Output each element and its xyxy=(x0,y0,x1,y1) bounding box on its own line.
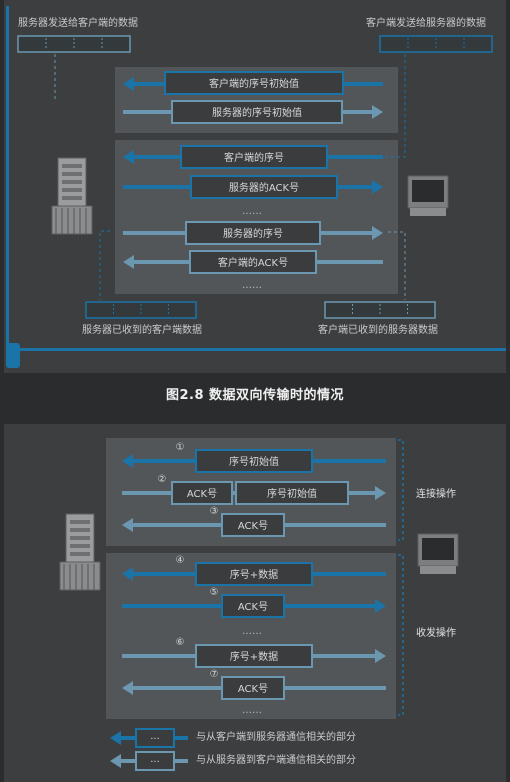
fig2-num-4: ④ xyxy=(176,555,185,566)
fig2-box-3-label: ACK号 xyxy=(238,520,268,532)
server-send-label: 服务器发送给客户端的数据 xyxy=(18,18,138,29)
fig1-box-6 xyxy=(189,250,317,274)
server-icon-2 xyxy=(59,513,101,591)
fig2-box-4 xyxy=(195,562,313,586)
bottom-accent-line xyxy=(6,348,506,351)
fig2-num-3: ③ xyxy=(210,506,219,517)
client-monitor-icon-2 xyxy=(417,533,459,574)
fig1-ellipsis-1: …… xyxy=(242,206,262,217)
client-monitor-icon-1 xyxy=(407,175,449,216)
fig1-box-2 xyxy=(171,100,343,124)
fig2-box-6 xyxy=(195,644,313,668)
fig2-num-2: ② xyxy=(158,474,167,485)
left-accent-line xyxy=(6,6,9,350)
fig2-num-6: ⑥ xyxy=(176,637,185,648)
fig2-box-7-label: ACK号 xyxy=(238,683,268,695)
fig1-box-5 xyxy=(185,221,321,245)
fig1-box-1 xyxy=(164,71,344,95)
fig2-box-2a xyxy=(171,481,233,505)
client-received-label: 客户端已收到的服务器数据 xyxy=(318,325,438,336)
fig2-num-5: ⑤ xyxy=(210,587,219,598)
server-received-label: 服务器已收到的客户端数据 xyxy=(82,325,202,336)
fig2-box-5 xyxy=(221,594,285,618)
fig1-box-3-label: 客户端的序号 xyxy=(224,151,284,164)
transfer-group-label: 收发操作 xyxy=(416,628,456,639)
connect-bracket xyxy=(398,439,404,541)
fig1-box-1-label: 客户端的序号初始值 xyxy=(209,77,299,90)
guide-client-bottom xyxy=(388,231,406,300)
fig2-ellipsis-2: …… xyxy=(242,705,262,716)
fig2-box-6-label: 序号+数据 xyxy=(230,650,278,663)
accent-tab xyxy=(6,343,20,368)
fig2-num-7: ⑦ xyxy=(210,669,219,680)
legend-box-2 xyxy=(135,751,175,771)
legend-box-2-label: ··· xyxy=(150,757,160,768)
fig2-box-1 xyxy=(195,449,313,473)
fig2-box-5-label: ACK号 xyxy=(238,601,268,613)
fig2-box-3 xyxy=(221,513,285,537)
fig2-box-7 xyxy=(221,676,285,700)
fig1-box-2-label: 服务器的序号初始值 xyxy=(212,106,302,119)
fig1-box-6-label: 客户端的ACK号 xyxy=(218,256,288,269)
fig2-num-1: ① xyxy=(176,442,185,453)
fig1-box-4 xyxy=(190,175,338,199)
server-icon-1 xyxy=(51,157,93,235)
legend-box-1 xyxy=(135,728,175,748)
fig2-box-2b-label: 序号初始值 xyxy=(267,487,317,500)
fig2-ellipsis-1: …… xyxy=(242,626,262,637)
figure-caption: 图2.8 数据双向传输时的情况 xyxy=(165,388,345,403)
legend-client-text: 与从客户端到服务器通信相关的部分 xyxy=(196,732,356,743)
connect-group-label: 连接操作 xyxy=(416,489,456,500)
fig1-ellipsis-2: …… xyxy=(242,280,262,291)
legend-box-1-label: ··· xyxy=(150,734,160,745)
fig2-box-2b xyxy=(235,481,349,505)
client-send-label: 客户端发送给服务器的数据 xyxy=(366,18,486,29)
fig2-box-1-label: 序号初始值 xyxy=(229,455,279,468)
guide-server-bottom xyxy=(99,230,110,300)
fig1-box-5-label: 服务器的序号 xyxy=(223,227,283,240)
guide-client-top xyxy=(385,54,406,158)
transfer-bracket xyxy=(398,554,404,716)
fig1-box-3 xyxy=(180,145,328,169)
fig1-box-4-label: 服务器的ACK号 xyxy=(229,181,299,194)
fig2-box-2a-label: ACK号 xyxy=(187,488,217,500)
legend-server-text: 与从服务器到客户端通信相关的部分 xyxy=(196,755,356,766)
fig2-box-4-label: 序号+数据 xyxy=(230,568,278,581)
